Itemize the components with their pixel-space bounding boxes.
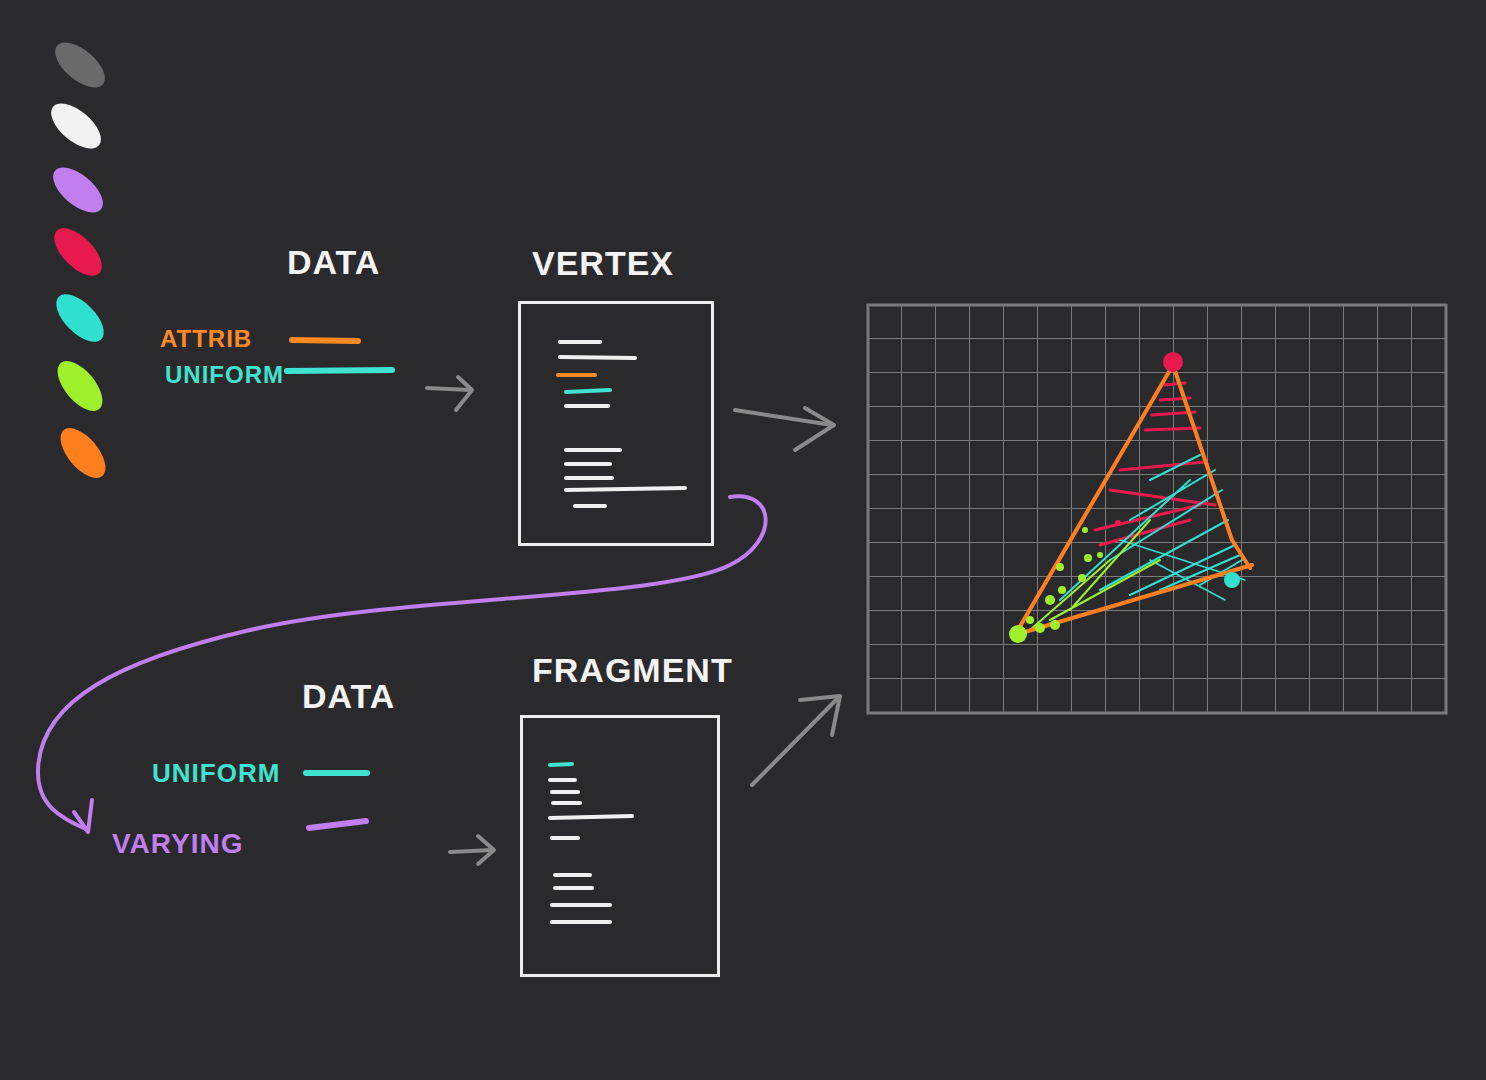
code-lines bbox=[550, 342, 685, 922]
label-holder: ATTRIB bbox=[160, 326, 252, 352]
label-holder: UNIFORM bbox=[152, 759, 280, 788]
data-label: ATTRIB bbox=[160, 325, 252, 352]
shader-heading: VERTEX bbox=[532, 244, 674, 282]
varying-curve bbox=[38, 496, 766, 832]
triangle bbox=[1009, 352, 1252, 643]
shader-outline bbox=[520, 715, 720, 977]
shader-heading: FRAGMENT bbox=[532, 651, 733, 689]
pixel-grid bbox=[868, 305, 1446, 713]
shader-box: VERTEX bbox=[510, 245, 720, 550]
color-swatches bbox=[43, 34, 113, 485]
shader-heading-holder: FRAGMENT bbox=[532, 652, 733, 689]
data-label: UNIFORM bbox=[165, 361, 284, 388]
label-holder: DATA bbox=[287, 244, 380, 281]
label-holder: DATA bbox=[302, 678, 395, 715]
label-holder: VARYING bbox=[112, 829, 243, 860]
data-label: UNIFORM bbox=[152, 758, 280, 788]
data-label: DATA bbox=[287, 243, 380, 281]
shader-box: FRAGMENT bbox=[512, 652, 752, 981]
shader-outline bbox=[518, 301, 714, 546]
data-label: VARYING bbox=[112, 828, 243, 859]
flow-arrows bbox=[427, 377, 840, 864]
data-dashes bbox=[287, 340, 392, 828]
data-label: DATA bbox=[302, 677, 395, 715]
label-holder: UNIFORM bbox=[165, 362, 284, 388]
shader-heading-holder: VERTEX bbox=[532, 245, 674, 282]
